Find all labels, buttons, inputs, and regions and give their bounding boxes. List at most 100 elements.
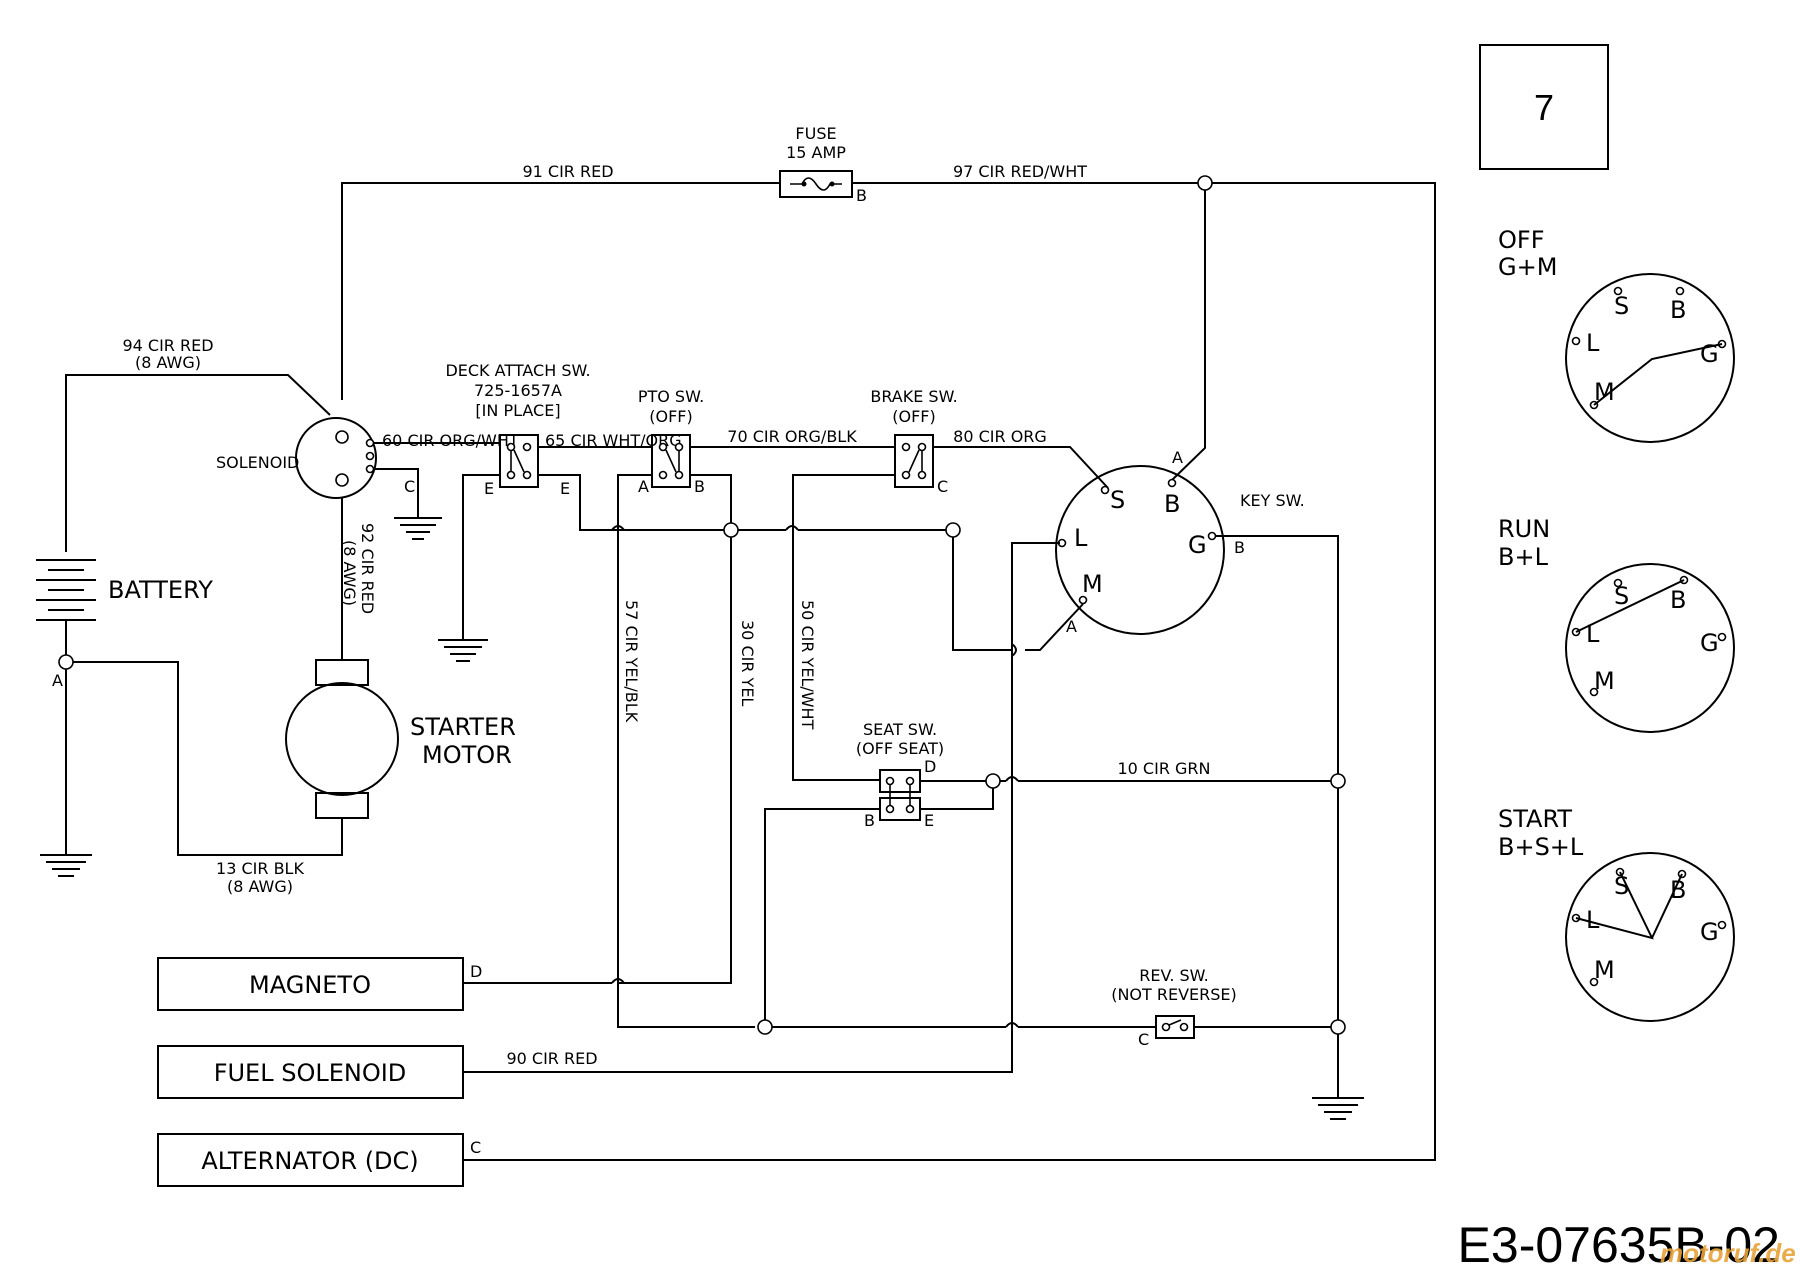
deck-attach-switch: DECK ATTACH SW. 725-1657A [IN PLACE] E E [438, 361, 591, 662]
svg-text:G: G [1700, 629, 1719, 657]
svg-text:A: A [52, 671, 63, 690]
svg-text:91 CIR RED: 91 CIR RED [522, 162, 613, 181]
svg-text:M: M [1082, 570, 1103, 598]
svg-text:DECK ATTACH SW.: DECK ATTACH SW. [445, 361, 590, 380]
svg-text:60 CIR ORG/WHT: 60 CIR ORG/WHT [382, 431, 519, 450]
svg-text:S: S [1110, 486, 1125, 514]
svg-text:B: B [694, 477, 705, 496]
svg-text:(8 AWG): (8 AWG) [340, 540, 359, 606]
page-number: 7 [1534, 87, 1554, 128]
starter-motor-label-1: STARTER [410, 713, 516, 741]
svg-text:A: A [1172, 448, 1183, 467]
svg-text:(OFF): (OFF) [649, 407, 692, 426]
svg-text:M: M [1594, 378, 1615, 406]
svg-text:C: C [1138, 1030, 1149, 1049]
svg-text:94 CIR RED: 94 CIR RED [122, 336, 213, 355]
svg-text:97 CIR RED/WHT: 97 CIR RED/WHT [953, 162, 1087, 181]
svg-text:START: START [1498, 805, 1572, 833]
wire-65: 65 CIR WHT/ORG [538, 431, 682, 531]
svg-text:B: B [856, 186, 867, 205]
svg-text:65 CIR WHT/ORG: 65 CIR WHT/ORG [545, 431, 682, 450]
page-number-box [1479, 44, 1609, 170]
svg-text:92 CIR RED: 92 CIR RED [358, 523, 377, 614]
wire-92: 92 CIR RED (8 AWG) [340, 498, 377, 660]
svg-text:S: S [1614, 582, 1629, 610]
svg-text:(8 AWG): (8 AWG) [227, 877, 293, 896]
svg-text:C: C [404, 477, 415, 496]
fuse: FUSE 15 AMP B [779, 124, 867, 205]
svg-text:E: E [924, 811, 934, 830]
svg-text:30 CIR YEL: 30 CIR YEL [738, 620, 757, 706]
svg-text:M: M [1594, 667, 1615, 695]
svg-text:L: L [1586, 620, 1600, 648]
svg-text:(OFF SEAT): (OFF SEAT) [856, 739, 944, 758]
svg-text:C: C [470, 1138, 481, 1157]
key-position-off: OFF G+M L S B G M [1498, 226, 1735, 443]
svg-text:B: B [1164, 490, 1180, 518]
svg-text:70 CIR ORG/BLK: 70 CIR ORG/BLK [727, 427, 857, 446]
svg-text:(OFF): (OFF) [892, 407, 935, 426]
svg-text:G: G [1700, 918, 1719, 946]
svg-text:S: S [1614, 872, 1629, 900]
svg-text:50 CIR YEL/WHT: 50 CIR YEL/WHT [798, 600, 817, 730]
svg-text:PTO SW.: PTO SW. [638, 387, 704, 406]
key-switch-label: KEY SW. [1240, 491, 1305, 510]
svg-text:D: D [470, 962, 482, 981]
svg-text:B: B [864, 811, 875, 830]
wire-97: 97 CIR RED/WHT [463, 162, 1436, 1161]
svg-text:(8 AWG): (8 AWG) [135, 353, 201, 372]
svg-text:S: S [1614, 292, 1629, 320]
svg-text:L: L [1586, 906, 1600, 934]
svg-text:OFF: OFF [1498, 226, 1545, 254]
svg-text:B+L: B+L [1498, 543, 1549, 571]
svg-text:E: E [484, 479, 494, 498]
wire-91: 91 CIR RED [341, 162, 780, 400]
reverse-switch: REV. SW. (NOT REVERSE) C [1111, 966, 1364, 1120]
svg-text:L: L [1074, 524, 1088, 552]
wire-13: 13 CIR BLK (8 AWG) [73, 661, 343, 896]
wire-90-label: 90 CIR RED [506, 1049, 597, 1068]
bus-530 [611, 474, 1017, 657]
fuel-solenoid: FUEL SOLENOID 90 CIR RED [157, 1045, 598, 1099]
svg-text:(NOT REVERSE): (NOT REVERSE) [1111, 985, 1237, 1004]
wire-30: 30 CIR YEL [618, 537, 757, 984]
svg-text:B+S+L: B+S+L [1498, 833, 1584, 861]
svg-text:B: B [1234, 538, 1245, 557]
svg-text:B: B [1670, 296, 1686, 324]
wire-94: 94 CIR RED (8 AWG) [65, 336, 331, 552]
svg-text:A: A [1066, 617, 1077, 636]
seat-switch: SEAT SW. (OFF SEAT) D B E [764, 720, 1001, 1027]
drawing-number: E3-07635B-02 [1458, 1217, 1780, 1272]
key-position-start: START B+S+L L S B G M [1498, 805, 1735, 1022]
starter-motor: STARTER MOTOR [285, 659, 516, 819]
fuse-title: FUSE [795, 124, 836, 143]
svg-text:M: M [1594, 956, 1615, 984]
fuel-solenoid-label: FUEL SOLENOID [214, 1059, 407, 1087]
battery-label: BATTERY [108, 576, 213, 604]
battery: BATTERY A [36, 559, 213, 877]
svg-text:B: B [1670, 586, 1686, 614]
solenoid-label: SOLENOID [216, 453, 299, 472]
magneto-label: MAGNETO [249, 971, 371, 999]
svg-text:L: L [1586, 329, 1600, 357]
alternator-label: ALTERNATOR (DC) [201, 1147, 418, 1175]
svg-text:G: G [1188, 531, 1207, 559]
magneto: MAGNETO D [157, 957, 625, 1011]
wire-80: 80 CIR ORG [933, 427, 1109, 489]
svg-text:80 CIR ORG: 80 CIR ORG [953, 427, 1047, 446]
svg-text:BRAKE SW.: BRAKE SW. [870, 387, 957, 406]
pto-switch: PTO SW. (OFF) A B [638, 387, 705, 496]
svg-text:C: C [937, 477, 948, 496]
brake-switch: BRAKE SW. (OFF) C [870, 387, 957, 496]
svg-text:D: D [924, 757, 936, 776]
svg-text:725-1657A: 725-1657A [474, 381, 562, 400]
svg-text:57 CIR YEL/BLK: 57 CIR YEL/BLK [622, 600, 641, 723]
starter-motor-label-2: MOTOR [422, 741, 512, 769]
svg-text:B: B [1670, 876, 1686, 904]
svg-text:G: G [1700, 340, 1719, 368]
svg-text:A: A [638, 477, 649, 496]
solenoid: SOLENOID C [216, 417, 442, 540]
alternator: ALTERNATOR (DC) C [157, 1133, 481, 1187]
watermark: motoruf.de [1660, 1238, 1796, 1268]
